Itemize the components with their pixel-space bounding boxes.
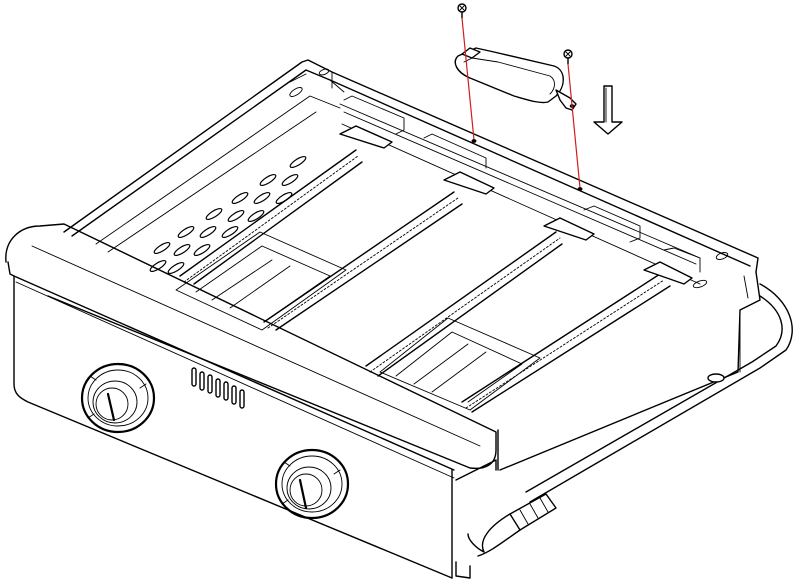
- bracket-icon: [454, 47, 577, 111]
- side-vent-slots: [149, 155, 307, 275]
- burners: [179, 125, 693, 413]
- screw-icon: [457, 3, 467, 19]
- screw-icon: [563, 49, 573, 65]
- heat-shields: [175, 231, 541, 411]
- alignment-guides: [461, 17, 583, 191]
- down-arrow-icon: [593, 85, 623, 135]
- control-knob-icon: [80, 362, 156, 434]
- rear-rail: [339, 95, 701, 285]
- control-panel: [5, 223, 497, 579]
- gas-hose: [467, 283, 793, 557]
- front-vent-slots: [191, 367, 245, 409]
- grill-body: [63, 59, 761, 471]
- control-knob-icon: [274, 448, 350, 520]
